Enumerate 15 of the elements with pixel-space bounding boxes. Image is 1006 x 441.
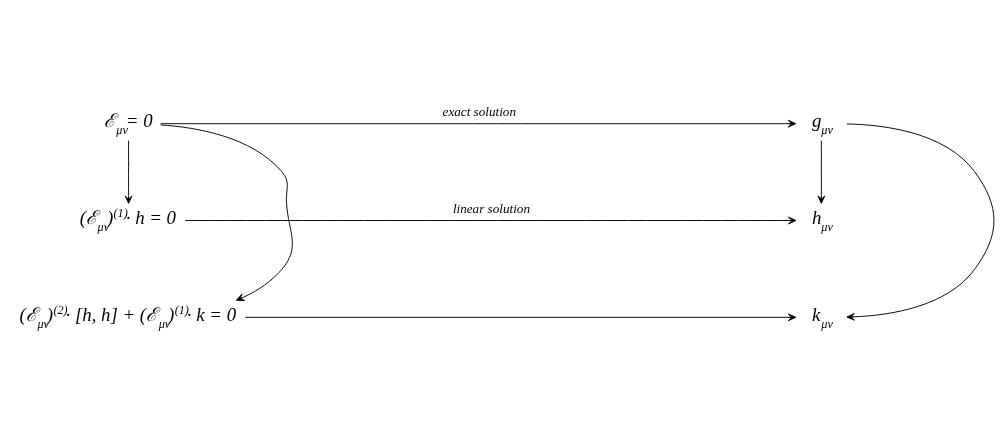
arrow	[184, 216, 797, 225]
node-text: ℰ$_{μν}$= 0	[104, 110, 153, 138]
arrow	[160, 119, 797, 128]
arrow	[817, 140, 826, 204]
node-text: h$_{μν}$	[811, 207, 833, 235]
node-text: k$_{μν}$	[811, 304, 833, 332]
arrow	[124, 140, 133, 204]
node-text: (ℰ$_{μν}$)$^{(1)}$· h = 0	[79, 206, 177, 235]
node-text: g$_{μν}$	[811, 110, 833, 138]
arrow	[160, 124, 293, 301]
arrow	[244, 313, 797, 322]
node-text: (ℰ$_{μν}$)$^{(2)}$· [h, h] + (ℰ$_{μν}$)$^{(1)}$· k = 0	[19, 303, 237, 332]
arrow	[846, 123, 995, 321]
edge-label: linear solution	[452, 201, 531, 217]
edge-label: exact solution	[442, 104, 517, 120]
